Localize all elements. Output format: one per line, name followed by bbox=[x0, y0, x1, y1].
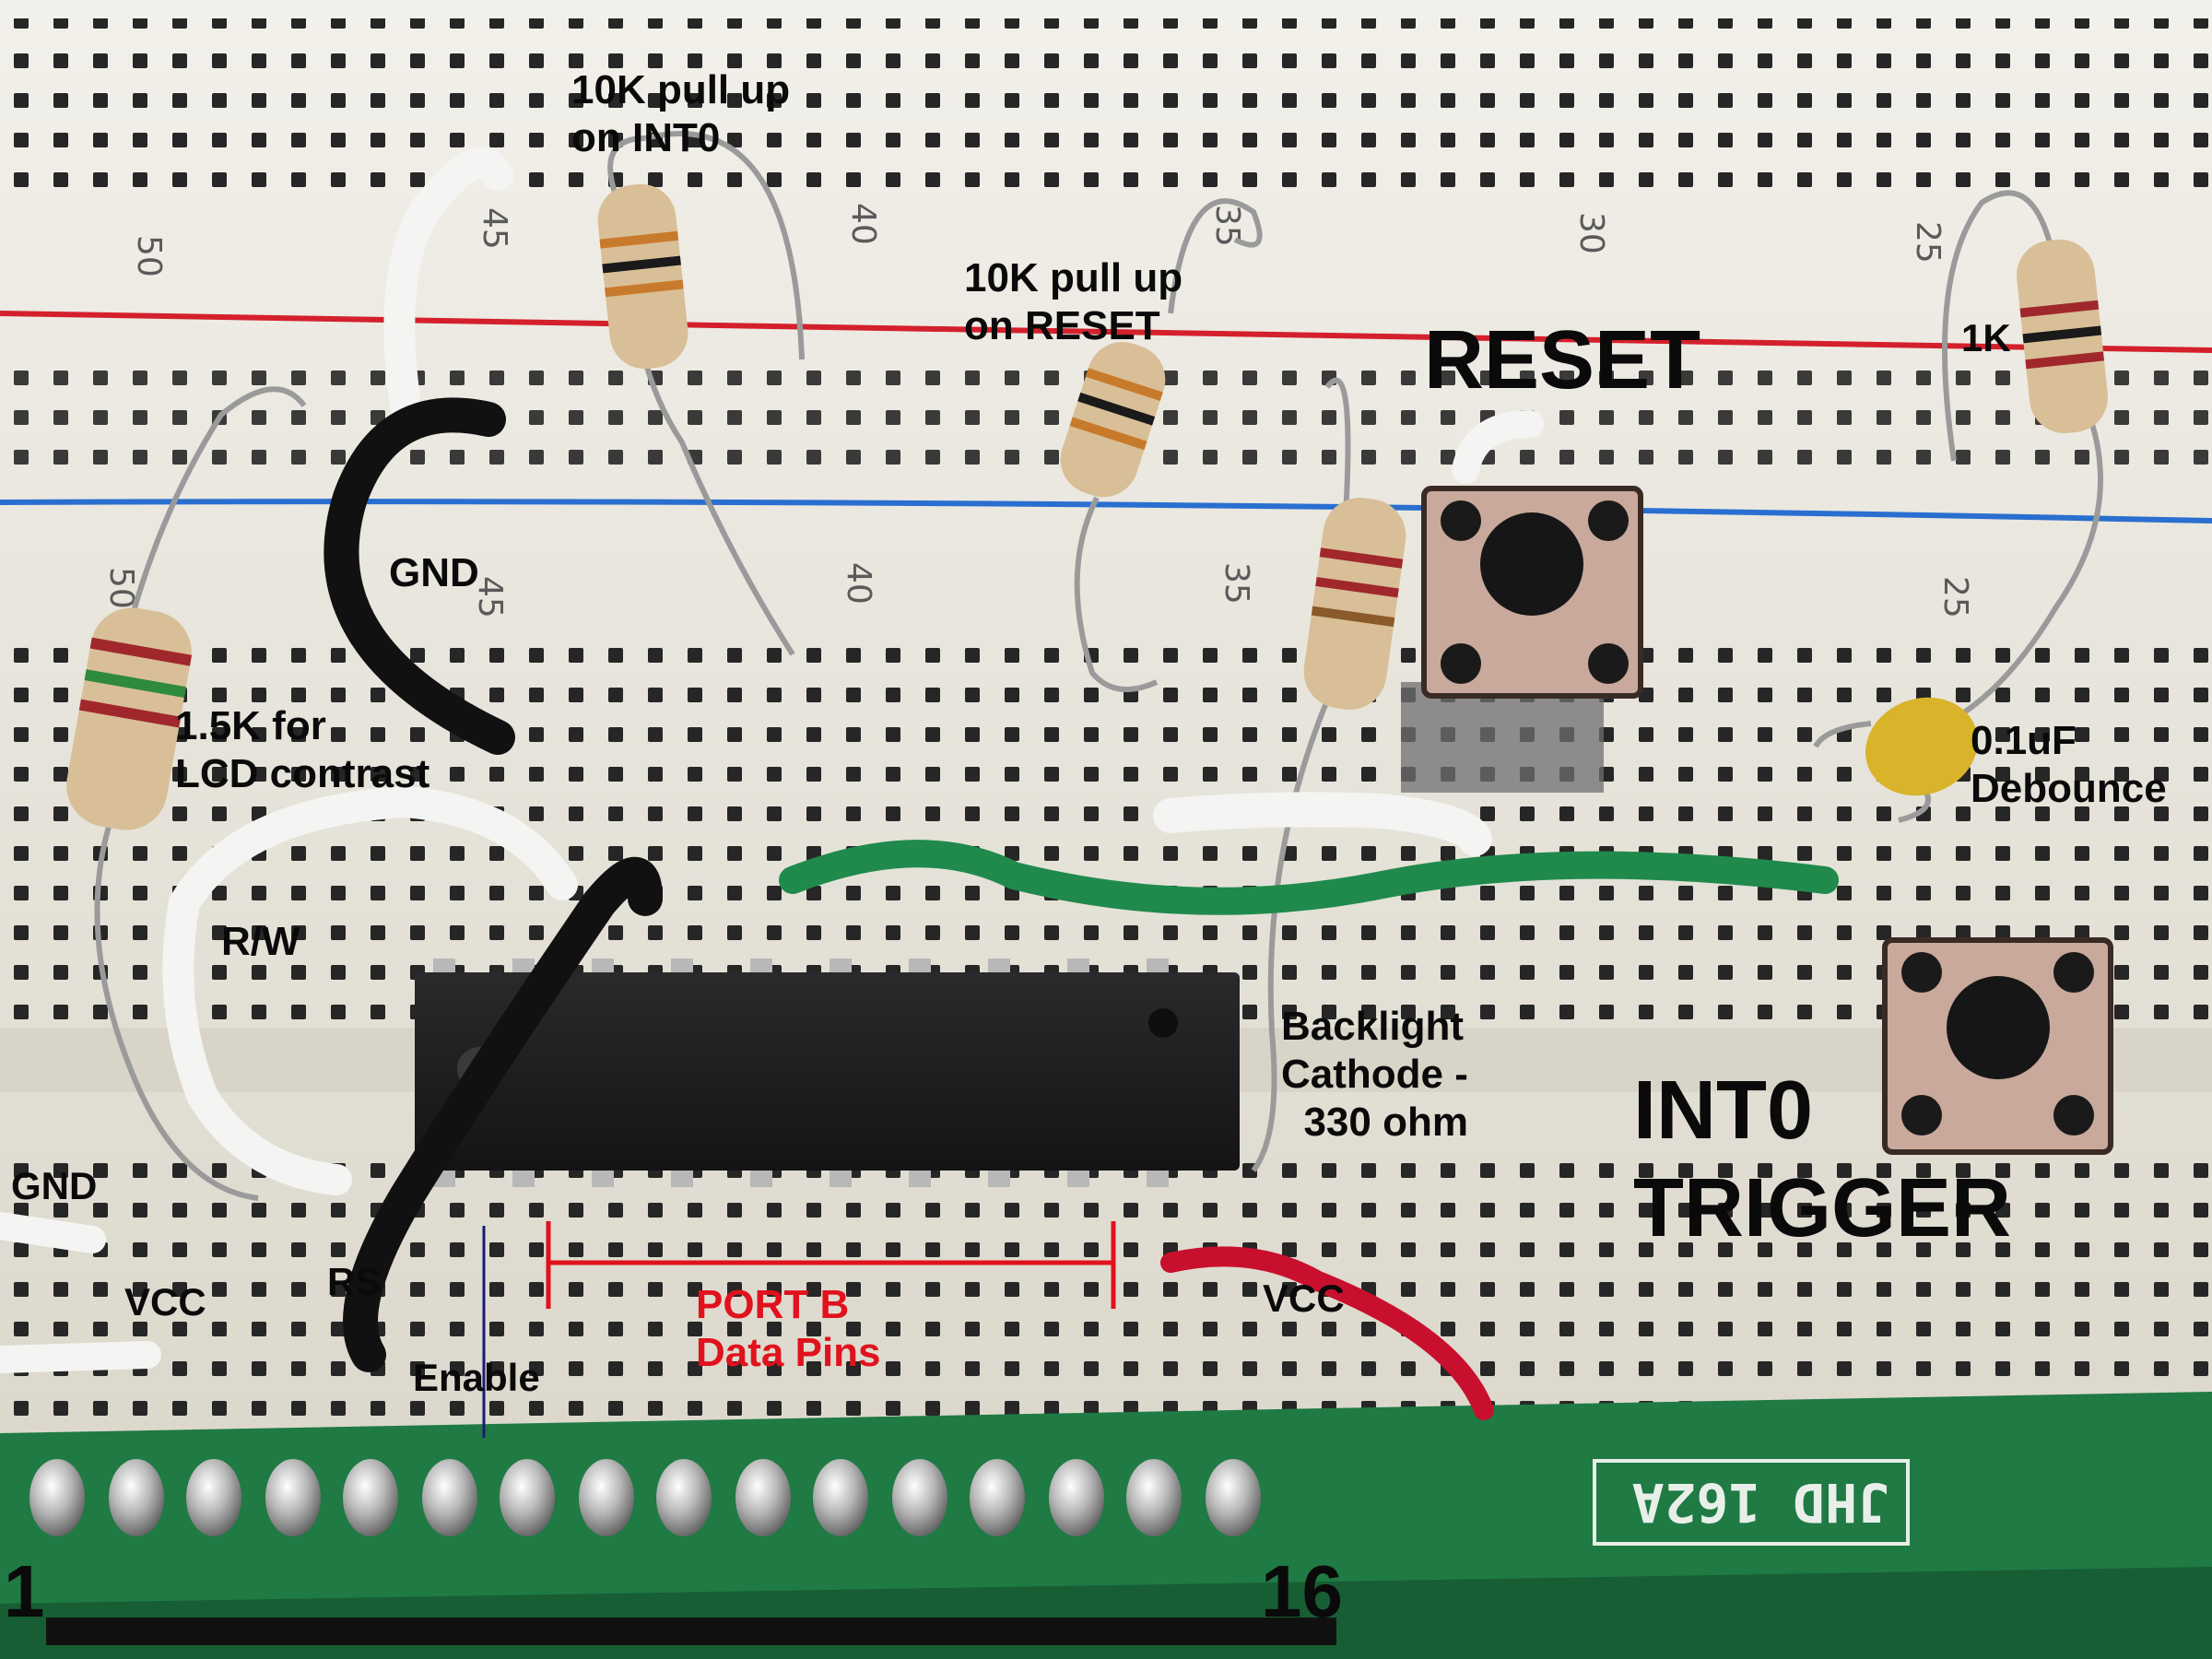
label-vcc-left: VCC bbox=[124, 1280, 206, 1324]
label-1k: 1K bbox=[1961, 316, 2011, 359]
green-wire bbox=[779, 840, 1839, 915]
middle-hole-field bbox=[0, 636, 2212, 1023]
label-gnd-left: GND bbox=[11, 1164, 98, 1207]
board-number: 25 bbox=[1936, 576, 1974, 618]
resistor-reset-pullup bbox=[1060, 198, 1263, 692]
pcb-slot-shadow bbox=[46, 1618, 1336, 1645]
label-10k-pullup-int0: 10K pull up on INT0 bbox=[571, 67, 791, 160]
label-rw: R/W bbox=[221, 919, 300, 964]
white-wire-vcc-left bbox=[0, 1341, 161, 1373]
lcd-model-marking: JHD 162A bbox=[1632, 1471, 1889, 1534]
label-vcc-right: VCC bbox=[1263, 1277, 1345, 1320]
port-b-bracket bbox=[546, 1221, 1116, 1309]
resistor-contrast bbox=[66, 386, 307, 1201]
board-number: 35 bbox=[1218, 562, 1255, 605]
reset-button bbox=[1401, 486, 1643, 793]
top-hole-field bbox=[0, 18, 2212, 203]
label-pin-1: 1 bbox=[4, 1550, 45, 1632]
microcontroller-chip bbox=[415, 959, 1240, 1187]
int0-trigger-button bbox=[1882, 937, 2113, 1155]
label-port-b: PORT B Data Pins bbox=[696, 1282, 881, 1375]
label-reset: RESET bbox=[1424, 314, 1701, 406]
board-number: 45 bbox=[476, 207, 513, 250]
resistor-lead bbox=[644, 131, 805, 360]
resistor-1k bbox=[1934, 190, 2108, 731]
white-wire-short bbox=[1153, 792, 1492, 856]
label-gnd-top: GND bbox=[389, 550, 479, 595]
board-number: 30 bbox=[1572, 212, 1610, 254]
label-debounce: 0.1uF Debounce bbox=[1971, 718, 2167, 811]
board-number: 40 bbox=[844, 203, 882, 245]
label-int0-trigger: INT0 TRIGGER bbox=[1633, 1065, 2012, 1255]
board-number: 40 bbox=[840, 562, 877, 605]
board-number: 45 bbox=[471, 576, 509, 618]
resistor-backlight bbox=[1251, 377, 1406, 1172]
black-wire-gnd bbox=[324, 397, 515, 755]
label-enable: Enable bbox=[413, 1356, 540, 1399]
lcd-marking-box bbox=[1593, 1459, 1910, 1546]
red-wire-vcc bbox=[1160, 1246, 1494, 1420]
label-contrast: 1.5K for LCD contrast bbox=[175, 703, 430, 796]
capacitor-debounce bbox=[1813, 697, 1978, 823]
board-number: 50 bbox=[130, 235, 168, 277]
label-pin-16: 16 bbox=[1261, 1550, 1343, 1632]
resistor-int0-pullup bbox=[597, 135, 795, 656]
board-number: 25 bbox=[1909, 221, 1947, 264]
white-wire-gnd-left bbox=[0, 1212, 106, 1253]
top-row-numbers: 50 45 40 35 30 25 bbox=[130, 203, 1947, 277]
white-wire-reset bbox=[1452, 410, 1544, 484]
rail-red-line bbox=[0, 311, 2212, 353]
label-backlight: Backlight Cathode - 330 ohm bbox=[1281, 1004, 1468, 1145]
label-10k-pullup-reset: 10K pull up on RESET bbox=[964, 255, 1183, 348]
label-rs: RS bbox=[327, 1260, 382, 1303]
white-wire-top bbox=[383, 147, 513, 421]
black-wire-enable bbox=[343, 856, 663, 1372]
middle-row-numbers: 50 45 40 35 25 bbox=[102, 562, 1974, 618]
white-wire-rw bbox=[162, 785, 578, 1195]
lcd-header-pins bbox=[29, 1459, 1261, 1536]
